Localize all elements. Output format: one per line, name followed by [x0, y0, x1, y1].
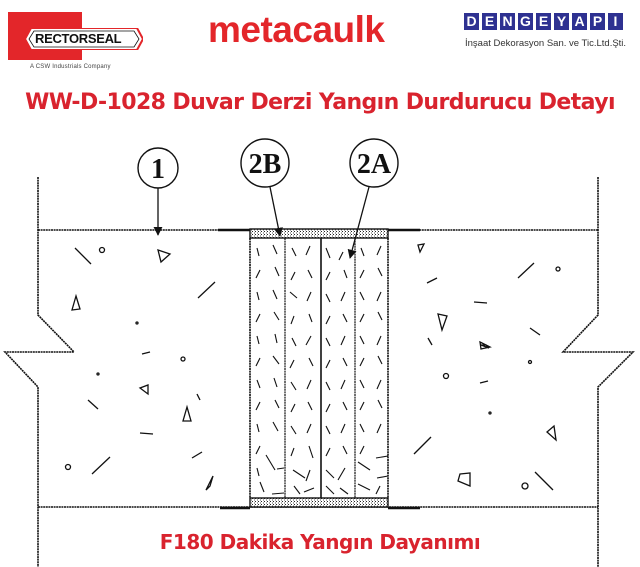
dengeyapi-letter: P — [590, 13, 605, 30]
concrete-aggregate-right — [413, 243, 561, 491]
bottom-sealant — [249, 497, 389, 508]
rectorseal-logo: RECTORSEAL — [8, 12, 146, 62]
dengeyapi-letter: D — [464, 13, 479, 30]
dengeyapi-letter: Y — [554, 13, 569, 30]
rectorseal-badge — [25, 28, 143, 50]
callout-2b-label: 2B — [249, 149, 282, 180]
callout-2a: 2A — [347, 138, 399, 259]
concrete-aggregate-left — [64, 246, 216, 491]
page-title: WW-D-1028 Duvar Derzi Yangın Durdurucu D… — [25, 90, 615, 115]
metacaulk-logo: metacaulk — [208, 9, 385, 50]
callout-2a-label: 2A — [357, 149, 392, 180]
rectorseal-subtitle: A CSW Industrials Company — [30, 64, 111, 70]
callout-1-label: 1 — [151, 154, 165, 185]
dengeyapi-letter: A — [572, 13, 587, 30]
callout-2b: 2B — [240, 138, 290, 237]
fire-rating-caption: F180 Dakika Yangın Dayanımı — [159, 530, 481, 554]
dengeyapi-logo: D E N G E Y A P I — [464, 13, 623, 30]
dengeyapi-letter: G — [518, 13, 533, 30]
top-sealant-2b — [249, 228, 389, 239]
dengeyapi-letter: N — [500, 13, 515, 30]
rectorseal-wordmark: RECTORSEAL — [35, 31, 122, 46]
dengeyapi-letter: E — [536, 13, 551, 30]
dengeyapi-letter: E — [482, 13, 497, 30]
mineral-wool-2a — [249, 238, 389, 498]
callout-1: 1 — [137, 147, 179, 236]
dengeyapi-letter: I — [608, 13, 623, 30]
dengeyapi-subtitle: İnşaat Dekorasyon San. ve Tic.Ltd.Şti. — [465, 38, 627, 49]
